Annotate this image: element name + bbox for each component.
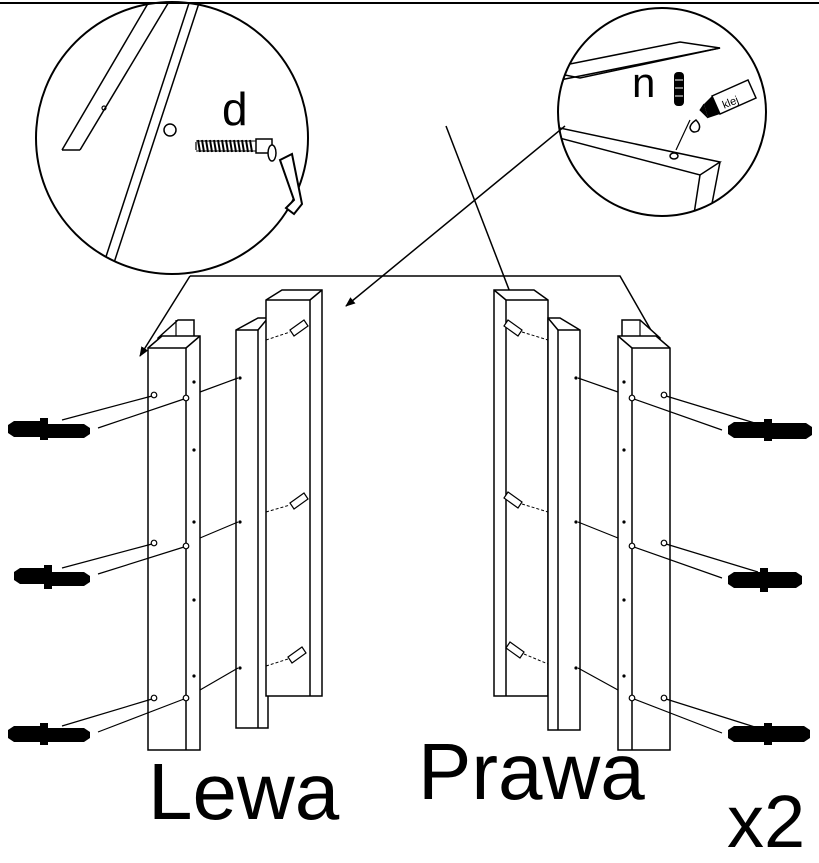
- confirmat-screw-icon: [195, 138, 277, 162]
- right-assembly: [493, 289, 812, 751]
- callout-lines: [139, 125, 669, 361]
- left-assembly: [8, 289, 323, 751]
- screws-right: [728, 419, 812, 745]
- label-right-side: Prawa: [418, 727, 645, 816]
- part-label-d: d: [222, 83, 248, 135]
- back-rail-right: [493, 289, 549, 697]
- glue-tube-icon: klej: [699, 79, 757, 119]
- quantity-label: x2: [727, 780, 806, 863]
- detail-circle-left: [35, 1, 309, 275]
- detail-circle-right: klej: [557, 7, 767, 217]
- screw-hole: [163, 123, 177, 137]
- rail-right: [547, 317, 581, 731]
- glue-drop-icon: [689, 119, 701, 133]
- label-left-side: Lewa: [148, 747, 340, 836]
- glue-label: klej: [721, 94, 741, 111]
- wooden-dowel-icon: [674, 72, 684, 106]
- back-rail-left: [265, 289, 323, 697]
- dowels-left: [265, 319, 309, 667]
- screws-left: [8, 418, 90, 745]
- side-panel-right: [617, 335, 671, 751]
- part-label-n: n: [632, 59, 656, 106]
- dowel-hole: [669, 152, 679, 160]
- hex-key-icon: [278, 152, 304, 216]
- side-panel-left: [147, 335, 201, 751]
- dowels-right: [503, 319, 549, 665]
